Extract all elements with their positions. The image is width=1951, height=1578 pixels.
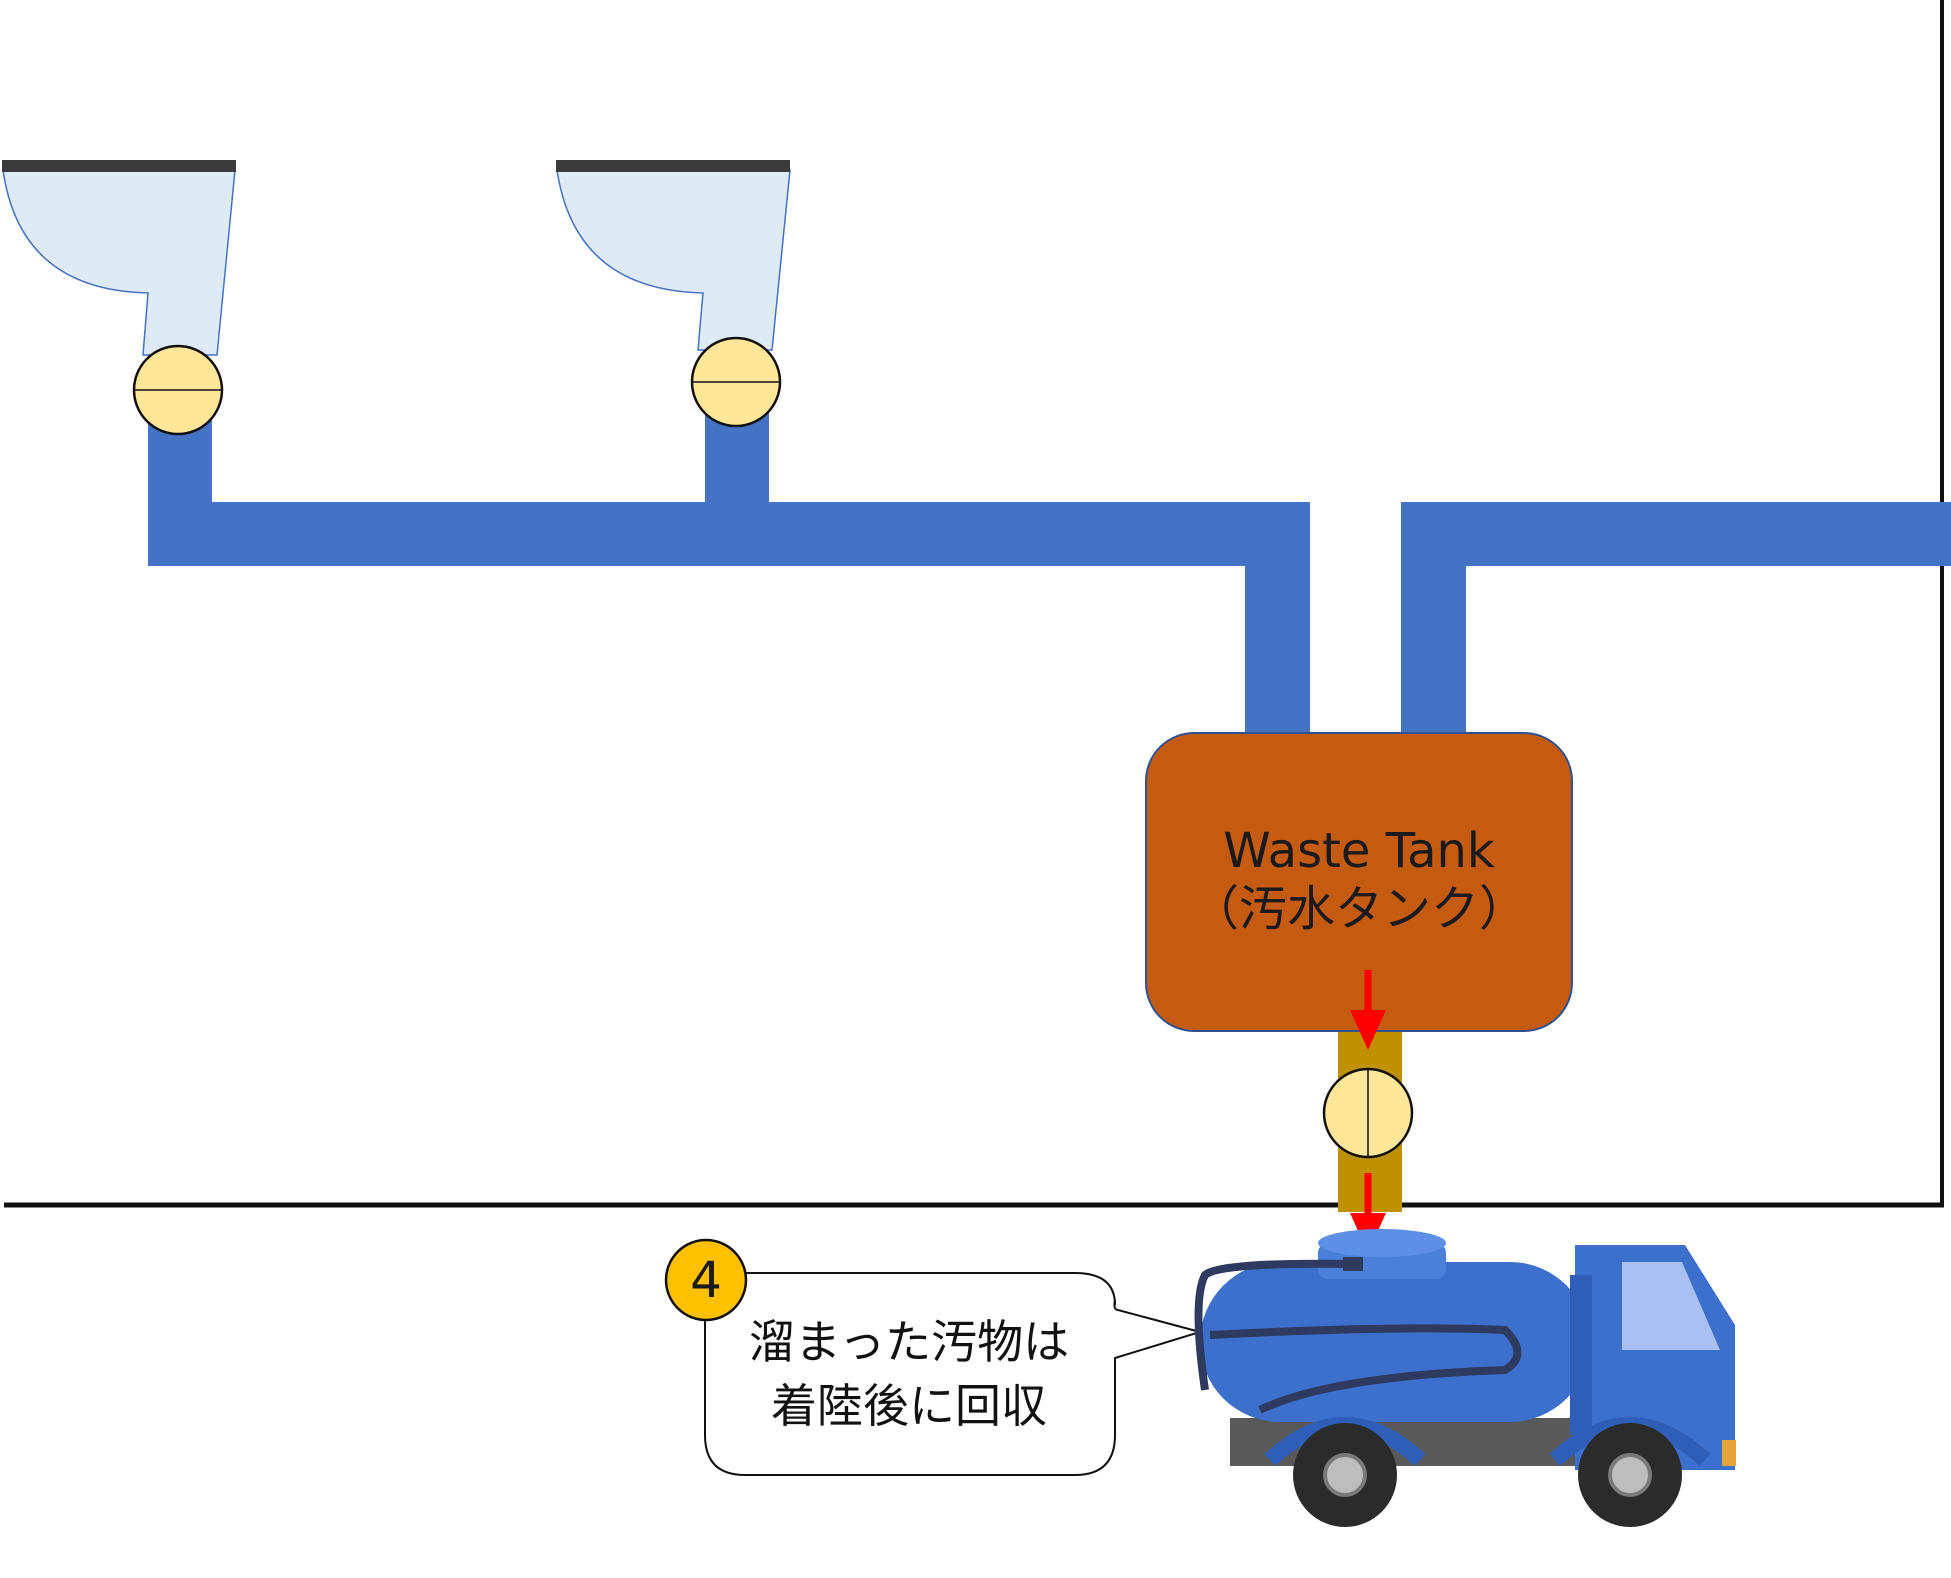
toilet-bowl-icon — [556, 160, 791, 351]
step-number: 4 — [690, 1251, 722, 1309]
callout-line-1: 溜まった汚物は — [748, 1315, 1070, 1369]
waste-tank-name-ja: （汚水タンク） — [1190, 881, 1527, 937]
vacuum-truck-icon — [1194, 1229, 1736, 1527]
fuselage-outline — [4, 0, 1944, 1208]
valve-icon — [132, 344, 224, 436]
flow-arrow-icon — [1350, 970, 1386, 1050]
waste-pipe-network — [148, 410, 1951, 732]
waste-tank-name: Waste Tank — [1223, 823, 1495, 879]
callout-text: 溜まった汚物は 着陸後に回収 — [704, 1310, 1114, 1438]
waste-tank-label: Waste Tank （汚水タンク） — [1146, 822, 1572, 938]
waste-tank — [1145, 732, 1573, 1032]
valve-icon — [690, 336, 782, 428]
step-badge — [664, 1238, 748, 1322]
toilet-bowl-icon — [2, 160, 236, 356]
callout-line-2: 着陸後に回収 — [771, 1379, 1047, 1433]
valve-icon — [1322, 1067, 1414, 1159]
